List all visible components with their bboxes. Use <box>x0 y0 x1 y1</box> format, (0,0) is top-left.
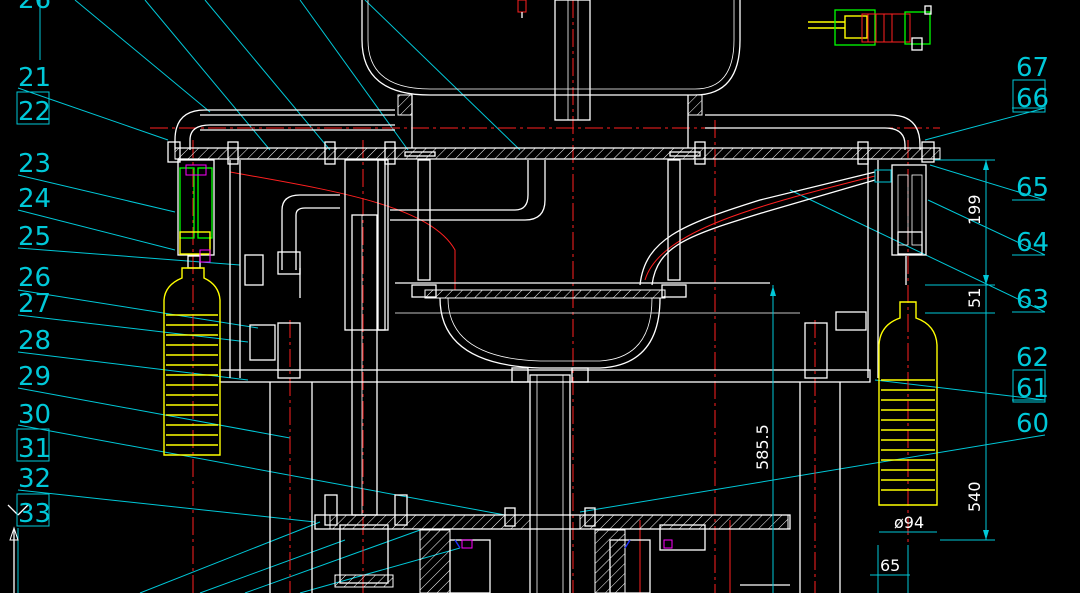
label-21: 21 <box>18 63 51 93</box>
label-25: 25 <box>18 222 51 252</box>
dimension-199: 199 <box>965 194 984 225</box>
tank <box>361 0 741 148</box>
inner-piping <box>277 159 876 516</box>
label-24: 24 <box>18 184 51 214</box>
dimension-65: 65 <box>880 556 900 575</box>
filling-valve-left <box>177 159 215 269</box>
label-67: 67 <box>1016 53 1049 83</box>
top-plate <box>167 109 941 165</box>
label-22: 22 <box>18 97 51 127</box>
filling-valve-right <box>874 164 927 285</box>
label-62: 62 <box>1016 343 1049 373</box>
axis-symbol <box>7 504 29 593</box>
right-part-labels: 67 66 65 64 63 62 61 60 <box>1012 53 1049 439</box>
label-64: 64 <box>1016 228 1049 258</box>
base-housing <box>269 382 841 593</box>
valve-detail-view <box>808 5 932 51</box>
dimension-51: 51 <box>965 288 984 308</box>
label-26: 26 <box>18 263 51 293</box>
label-61: 61 <box>1016 374 1049 404</box>
label-26-top: 26 <box>18 0 51 15</box>
label-33: 33 <box>18 499 51 529</box>
bottle-right <box>878 301 938 506</box>
label-60: 60 <box>1016 409 1049 439</box>
dimension-540: 540 <box>965 481 984 512</box>
bottle-left <box>163 267 221 456</box>
center-bowl <box>395 282 800 369</box>
dimension-585-5: 585.5 <box>753 424 772 470</box>
dimension-texts: 199 51 585.5 540 ø94 65 <box>753 194 984 575</box>
label-27: 27 <box>18 289 51 319</box>
label-28: 28 <box>18 326 51 356</box>
label-32: 32 <box>18 464 51 494</box>
dimension-lines <box>770 159 995 593</box>
left-part-labels: 26 21 22 23 24 25 26 27 28 29 30 31 32 3… <box>16 0 51 529</box>
dimension-diameter-94: ø94 <box>894 513 924 532</box>
label-29: 29 <box>18 362 51 392</box>
label-65: 65 <box>1016 173 1049 203</box>
leader-lines <box>17 0 1046 593</box>
label-66: 66 <box>1016 84 1049 114</box>
label-31: 31 <box>18 434 51 464</box>
label-23: 23 <box>18 149 51 179</box>
label-63: 63 <box>1016 285 1049 315</box>
side-columns <box>229 160 879 379</box>
label-30: 30 <box>18 400 51 430</box>
